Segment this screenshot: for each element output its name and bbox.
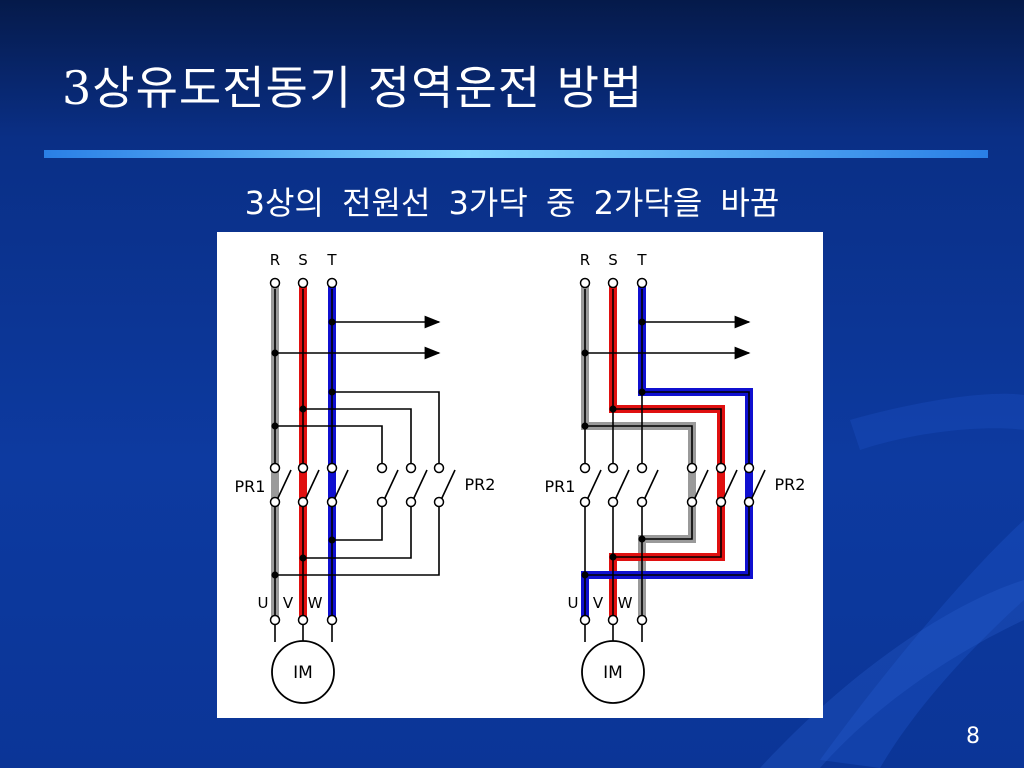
page-number: 8: [966, 724, 980, 749]
left-pr2-label: PR2: [465, 475, 496, 494]
right-circuit: R S T: [545, 251, 806, 704]
right-label-s: S: [608, 251, 618, 269]
right-s-phase-highlight: [609, 285, 725, 618]
left-label-t: T: [326, 251, 337, 269]
right-motor-label: IM: [603, 663, 623, 683]
wiring-diagram-svg: R S T: [235, 251, 806, 704]
left-label-s: S: [298, 251, 308, 269]
left-pr1-label: PR1: [235, 477, 266, 496]
right-pr2-label: PR2: [775, 475, 806, 494]
left-label-r: R: [270, 251, 280, 269]
slide-subtitle: 3상의 전원선 3가닥 중 2가닥을 바꿈: [244, 184, 780, 222]
left-motor-label: IM: [293, 663, 313, 683]
right-label-v: V: [593, 594, 604, 612]
right-pr1-label: PR1: [545, 477, 576, 496]
slide-title: 3상유도전동기 정역운전 방법: [62, 61, 644, 115]
right-label-u: U: [568, 594, 579, 612]
right-motor-symbol: [581, 640, 645, 704]
right-label-t: T: [636, 251, 647, 269]
left-motor-symbol: [271, 640, 335, 704]
left-circuit: R S T: [235, 251, 496, 704]
right-label-r: R: [580, 251, 590, 269]
right-label-w: W: [618, 594, 633, 612]
left-label-w: W: [308, 594, 323, 612]
title-divider: [44, 150, 988, 158]
left-label-v: V: [283, 594, 294, 612]
forward-reverse-wiring-diagram: R S T: [217, 232, 823, 718]
left-label-u: U: [258, 594, 269, 612]
